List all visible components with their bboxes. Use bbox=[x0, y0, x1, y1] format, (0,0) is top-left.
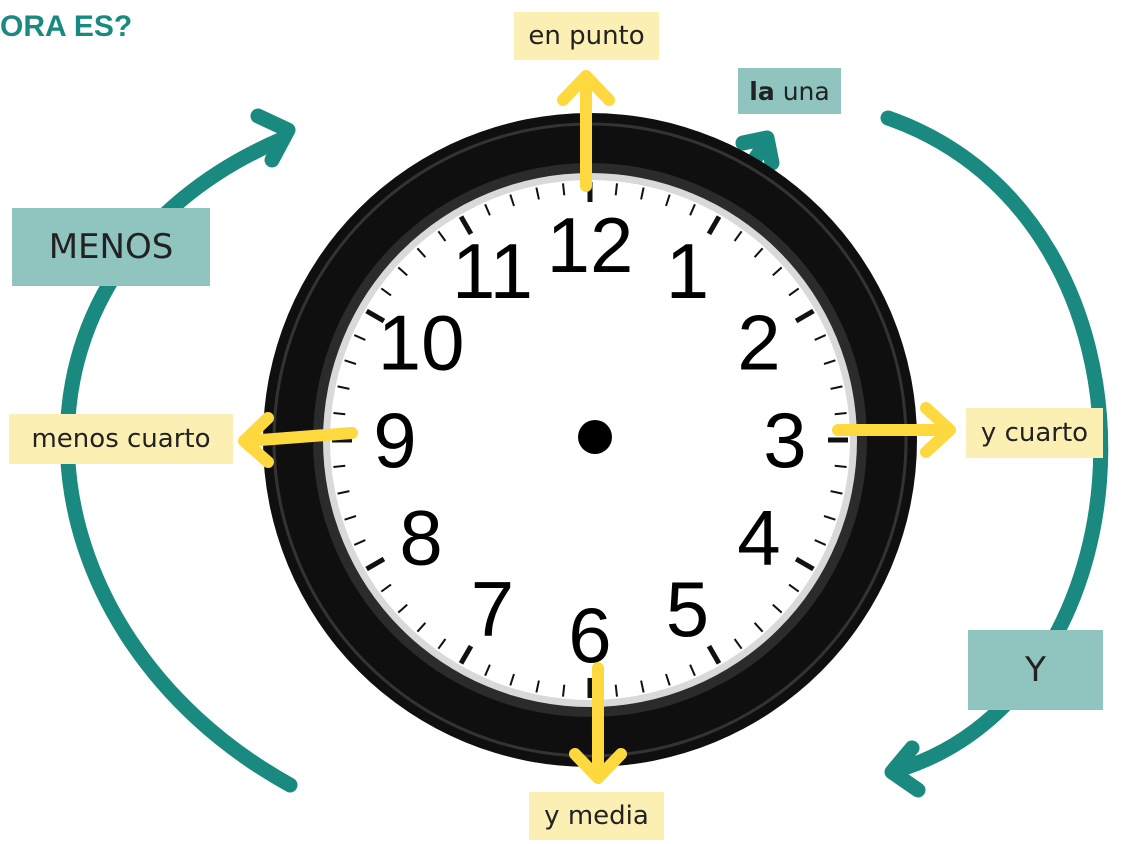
clock-number-11: 11 bbox=[452, 227, 533, 315]
label-y: Y bbox=[968, 630, 1103, 710]
clock-number-10: 10 bbox=[378, 299, 465, 387]
clock-number-8: 8 bbox=[399, 494, 442, 582]
minute-tick bbox=[665, 194, 671, 207]
minute-tick bbox=[484, 203, 491, 216]
clock-number-12: 12 bbox=[547, 201, 634, 289]
minute-tick bbox=[333, 412, 346, 416]
menos-arrowhead bbox=[250, 108, 296, 168]
minute-tick bbox=[562, 183, 566, 196]
minute-tick bbox=[834, 464, 847, 468]
minute-tick bbox=[344, 359, 357, 365]
minute-tick bbox=[733, 230, 743, 242]
minute-tick bbox=[535, 187, 540, 200]
minute-tick bbox=[484, 664, 491, 677]
minute-tick bbox=[814, 334, 827, 341]
clock-number-9: 9 bbox=[373, 396, 416, 484]
minute-tick bbox=[614, 183, 618, 196]
minute-tick bbox=[753, 622, 764, 633]
minute-tick bbox=[535, 680, 540, 693]
label-menos-cuarto: menos cuarto bbox=[9, 414, 233, 464]
minute-tick bbox=[380, 583, 392, 593]
hour-tick bbox=[706, 215, 722, 236]
minute-tick bbox=[834, 412, 847, 416]
clock-number-6: 6 bbox=[568, 591, 611, 679]
minute-tick bbox=[823, 515, 836, 521]
minute-tick bbox=[830, 385, 843, 390]
y-media-arrowhead bbox=[569, 748, 627, 784]
minute-tick bbox=[509, 194, 515, 207]
label-y-cuarto: y cuarto bbox=[966, 408, 1103, 458]
page-title: ORA ES? bbox=[0, 10, 133, 43]
label-menos: MENOS bbox=[12, 208, 210, 286]
hour-tick bbox=[794, 308, 815, 324]
minute-tick bbox=[397, 266, 408, 277]
la-una-arrowhead bbox=[735, 130, 780, 171]
menos-cuarto-arrow bbox=[242, 427, 358, 447]
clock-number-2: 2 bbox=[737, 299, 780, 387]
minute-tick bbox=[337, 385, 350, 390]
minute-tick bbox=[397, 603, 408, 614]
clock-number-4: 4 bbox=[737, 494, 780, 582]
minute-tick bbox=[353, 539, 366, 546]
label-la-una-prefix: la bbox=[749, 76, 775, 106]
minute-tick bbox=[614, 684, 618, 697]
clock-center-dot bbox=[578, 420, 612, 454]
clock-number-1: 1 bbox=[666, 227, 709, 315]
clock-ticks bbox=[332, 182, 848, 698]
label-en-punto: en punto bbox=[514, 12, 659, 60]
label-y-media: y media bbox=[529, 792, 664, 840]
menos-cuarto-arrowhead bbox=[238, 412, 274, 468]
minute-tick bbox=[437, 638, 447, 650]
minute-tick bbox=[689, 664, 696, 677]
minute-tick bbox=[562, 684, 566, 697]
minute-tick bbox=[333, 464, 346, 468]
minute-tick bbox=[733, 638, 743, 650]
minute-tick bbox=[814, 539, 827, 546]
hour-tick bbox=[706, 644, 722, 665]
hour-tick bbox=[458, 644, 474, 665]
hour-tick bbox=[794, 556, 815, 572]
minute-tick bbox=[344, 515, 357, 521]
minute-tick bbox=[640, 187, 645, 200]
minute-tick bbox=[788, 583, 800, 593]
minute-tick bbox=[689, 203, 696, 216]
minute-tick bbox=[337, 490, 350, 495]
clock-number-3: 3 bbox=[763, 396, 806, 484]
minute-tick bbox=[788, 287, 800, 297]
minute-tick bbox=[640, 680, 645, 693]
minute-tick bbox=[753, 247, 764, 258]
y-arrowhead bbox=[884, 740, 926, 798]
minute-tick bbox=[353, 334, 366, 341]
hour-tick bbox=[365, 308, 386, 324]
minute-tick bbox=[437, 230, 447, 242]
minute-tick bbox=[772, 603, 783, 614]
label-la-una-gap bbox=[775, 77, 783, 106]
minute-tick bbox=[772, 266, 783, 277]
minute-tick bbox=[823, 359, 836, 365]
clock-number-5: 5 bbox=[666, 565, 709, 653]
yellow-arrows bbox=[238, 70, 956, 784]
minute-tick bbox=[830, 490, 843, 495]
minute-tick bbox=[380, 287, 392, 297]
label-la-una-suffix: una bbox=[782, 76, 830, 106]
y-cuarto-arrowhead bbox=[920, 402, 956, 458]
hour-tick bbox=[365, 556, 386, 572]
hour-tick bbox=[458, 215, 474, 236]
label-la-una: la una bbox=[738, 68, 841, 114]
minute-tick bbox=[416, 622, 427, 633]
en-punto-arrowhead bbox=[557, 70, 615, 106]
clock-number-7: 7 bbox=[471, 565, 514, 653]
minute-tick bbox=[509, 673, 515, 686]
minute-tick bbox=[665, 673, 671, 686]
minute-tick bbox=[416, 247, 427, 258]
